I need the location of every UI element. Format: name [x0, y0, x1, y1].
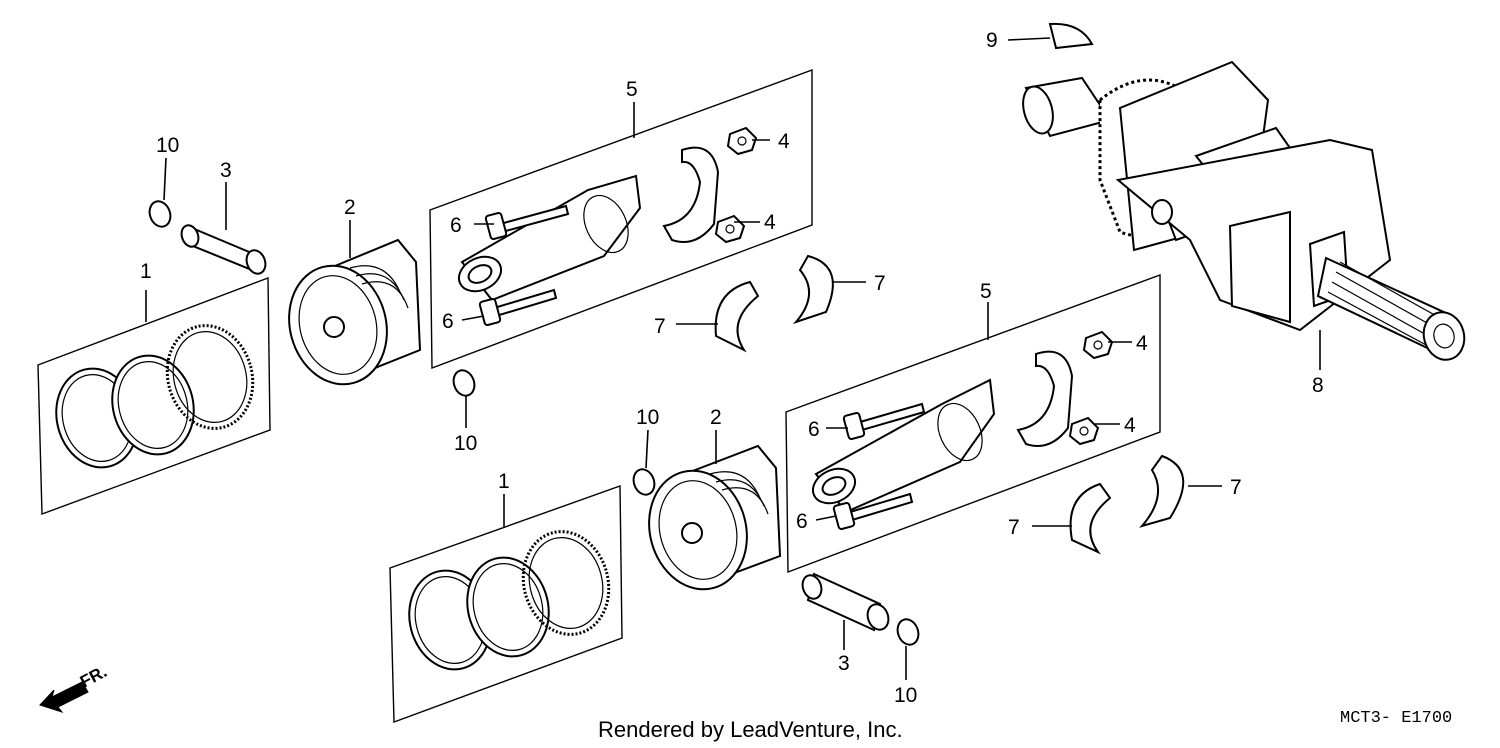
piston-pin-upper — [180, 224, 267, 275]
bearing-lower-right — [1139, 454, 1185, 528]
bolt-upper-1 — [484, 204, 570, 240]
callout-10-upper-left: 10 — [156, 134, 179, 157]
callout-1-upper: 1 — [140, 260, 152, 283]
rod-cap-upper — [662, 146, 720, 243]
callout-6-lower-1: 6 — [808, 418, 820, 441]
callout-6-lower-2: 6 — [796, 510, 808, 533]
connecting-rod-lower — [811, 378, 996, 514]
callout-2-lower: 2 — [710, 406, 722, 429]
crankshaft — [1022, 60, 1466, 361]
nut-upper-1 — [726, 126, 758, 156]
piston-ring-kit-box-lower — [389, 485, 623, 723]
bearing-upper-left — [714, 280, 760, 353]
circlip-lower-right — [896, 618, 920, 646]
callout-3-lower: 3 — [838, 652, 850, 675]
diagram-code: MCT3- E1700 — [1340, 709, 1452, 728]
callout-10-lower-right: 10 — [894, 684, 917, 707]
rendered-by-credit: Rendered by LeadVenture, Inc. — [598, 717, 903, 742]
callout-6-upper-1: 6 — [450, 214, 462, 237]
circlip-upper-middle — [452, 369, 476, 397]
callout-4-lower-1: 4 — [1136, 332, 1148, 355]
piston-lower — [648, 444, 782, 591]
callout-10-upper-middle: 10 — [454, 432, 477, 455]
callout-7-lower-1: 7 — [1008, 516, 1020, 539]
front-arrow-icon — [39, 681, 89, 713]
circlip-upper-left — [148, 200, 172, 228]
bearing-lower-left — [1069, 482, 1112, 555]
callout-10-lower-left: 10 — [636, 406, 659, 429]
callout-8: 8 — [1312, 374, 1324, 397]
circlip-lower-left — [632, 468, 656, 496]
callout-9: 9 — [986, 29, 998, 52]
bolt-lower-2 — [832, 492, 914, 530]
callout-6-upper-2: 6 — [442, 310, 454, 333]
callout-4-lower-2: 4 — [1124, 414, 1136, 437]
piston-ring-kit-box-upper — [37, 276, 271, 515]
callout-5-lower: 5 — [980, 280, 992, 303]
piston-pin-lower — [801, 572, 890, 632]
nut-lower-2 — [1068, 416, 1100, 446]
callout-3-upper: 3 — [220, 159, 232, 182]
callout-4-upper-1: 4 — [778, 130, 790, 153]
connecting-rod-kit-box-lower — [785, 273, 1161, 574]
callout-1-lower: 1 — [498, 470, 510, 493]
callout-7-upper-1: 7 — [654, 315, 666, 338]
nut-upper-2 — [714, 214, 746, 244]
piston-rings-upper — [55, 324, 255, 469]
callout-7-lower-2: 7 — [1230, 476, 1242, 499]
callout-5-upper: 5 — [626, 78, 638, 101]
callout-4-upper-2: 4 — [764, 211, 776, 234]
piston-rings-lower — [408, 530, 611, 671]
callout-2-upper: 2 — [344, 196, 356, 219]
bolt-upper-2 — [478, 288, 558, 326]
rod-cap-lower — [1016, 350, 1074, 447]
connecting-rod-kit-box-upper — [429, 68, 813, 370]
nut-lower-1 — [1082, 330, 1114, 360]
woodruff-key — [1048, 22, 1094, 50]
callout-7-upper-2: 7 — [874, 272, 886, 295]
connecting-rod-upper — [457, 174, 642, 302]
bearing-upper-right — [792, 254, 834, 325]
leader-lines — [145, 37, 1321, 680]
piston-upper — [288, 238, 422, 386]
